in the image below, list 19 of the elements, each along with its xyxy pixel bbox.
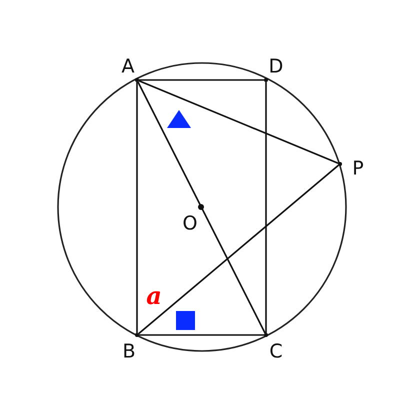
line-segment <box>139 79 264 81</box>
line-segment <box>136 82 138 333</box>
angle-label: a <box>146 284 162 308</box>
point-label: B <box>122 342 136 362</box>
vertex-point <box>338 162 342 166</box>
line-segment <box>139 334 264 336</box>
point-label: O <box>182 214 198 234</box>
point-label: A <box>122 58 134 76</box>
line-segment <box>265 82 267 333</box>
vertex-point <box>264 78 268 82</box>
line-segment <box>138 80 338 164</box>
point-label: C <box>269 342 283 362</box>
point-label: D <box>268 58 284 76</box>
vertex-point <box>264 333 268 337</box>
point-label: P <box>352 160 364 178</box>
line-segment <box>137 81 266 334</box>
line-segment <box>138 164 339 334</box>
vertex-point <box>135 78 139 82</box>
vertex-point <box>135 333 139 337</box>
